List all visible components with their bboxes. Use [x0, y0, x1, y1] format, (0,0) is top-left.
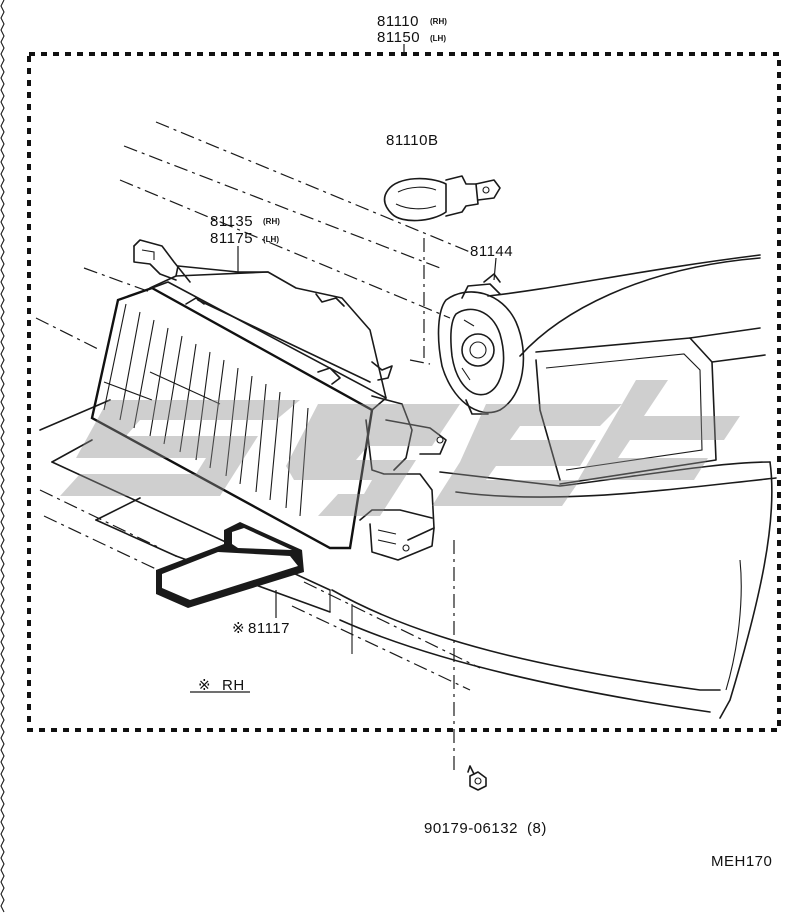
projection-lines — [35, 121, 481, 770]
nut-number: 90179-06132 — [424, 820, 518, 837]
housing-number-lh-suffix: (LH) — [263, 235, 279, 244]
drawing-code: MEH170 — [711, 853, 772, 870]
assy-number-rh: 81110 — [377, 13, 419, 30]
housing-number-rh-suffix: (RH) — [263, 217, 280, 226]
socket-drawing — [437, 273, 525, 415]
body-panel-drawing — [39, 254, 777, 719]
assembly-frame — [27, 52, 781, 732]
bracket-drawing — [156, 522, 304, 608]
housing-number-lh: 81175 — [210, 230, 253, 247]
nut-drawing — [467, 765, 487, 791]
note-text: RH — [222, 677, 245, 694]
bulb-drawing — [383, 175, 501, 222]
bracket-number: 81117 — [248, 620, 290, 637]
housing-number-rh: 81135 — [210, 213, 253, 230]
note-marker: ※ — [198, 677, 211, 694]
assy-number-lh-suffix: (LH) — [430, 34, 446, 43]
headlamp-housing-drawing — [90, 239, 447, 561]
page-edge-zigzag — [0, 0, 5, 913]
socket-number: 81144 — [470, 243, 513, 260]
bracket-marker: ※ — [232, 620, 245, 637]
callout-leaders — [190, 246, 497, 693]
nut-qty: (8) — [527, 820, 547, 837]
assy-number-lh: 81150 — [377, 29, 420, 46]
assy-number-rh-suffix: (RH) — [430, 17, 447, 26]
watermark — [60, 380, 740, 516]
bulb-number: 81110B — [386, 132, 439, 149]
